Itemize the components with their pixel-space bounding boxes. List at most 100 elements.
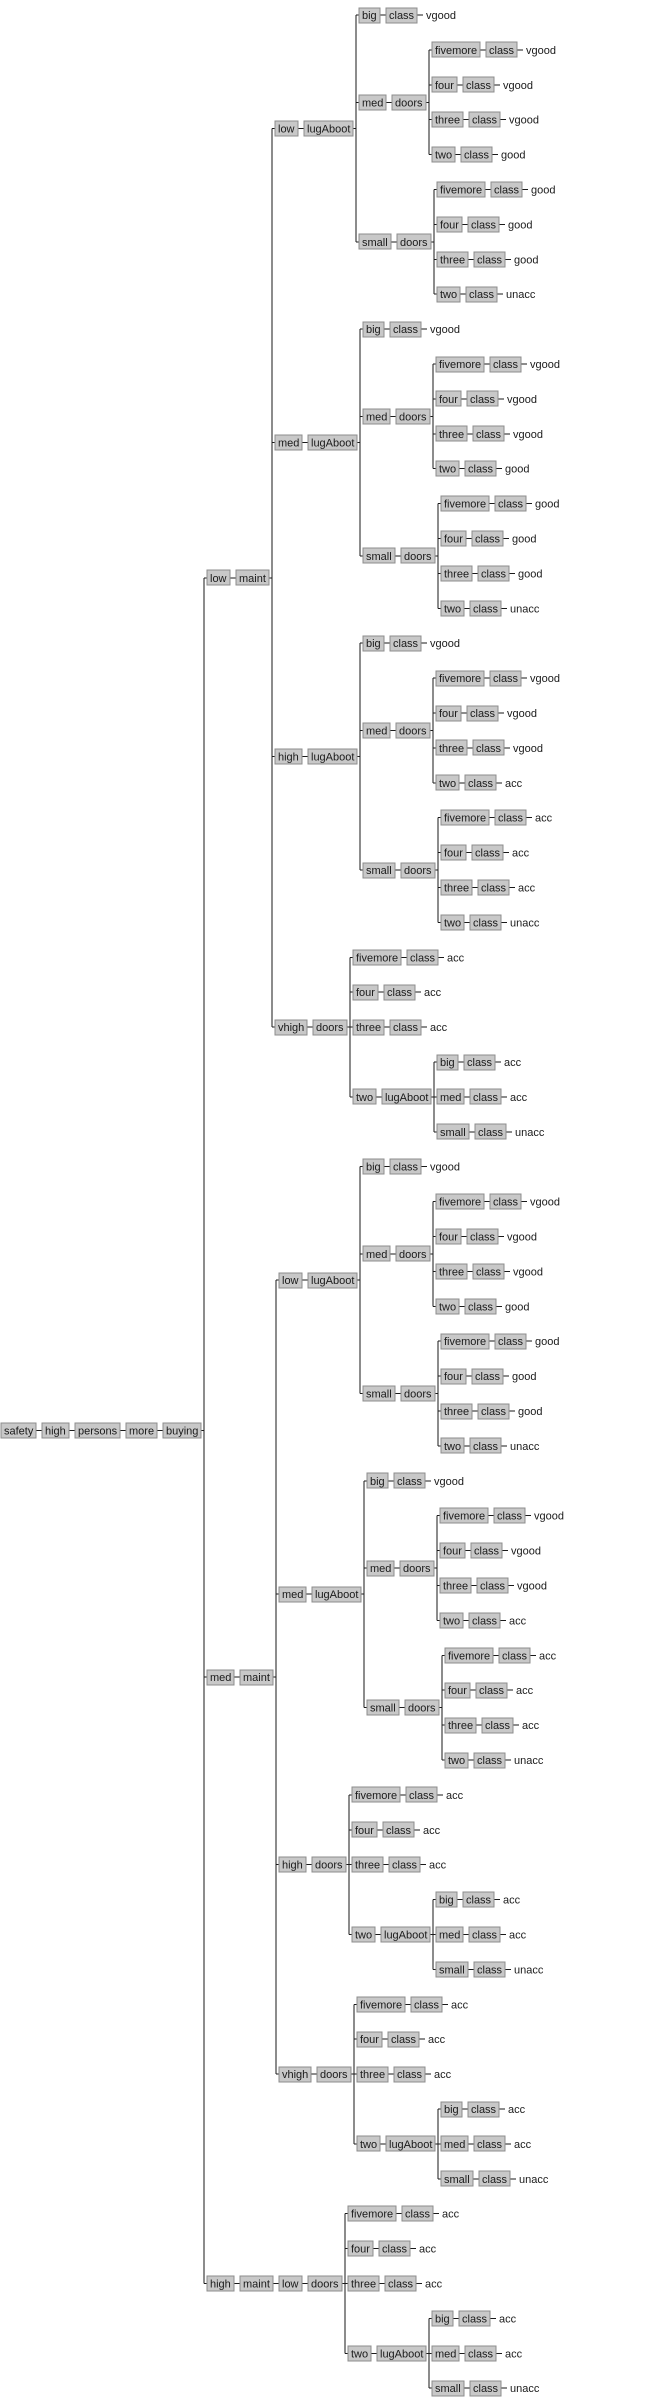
node-box xyxy=(440,2170,474,2187)
tree-node-doors: doors xyxy=(395,1245,431,1262)
node-box xyxy=(387,2031,420,2048)
node-box xyxy=(435,460,460,477)
tree-node-class: class xyxy=(458,2310,491,2327)
node-box xyxy=(439,1507,489,1524)
tree-node-four: four xyxy=(435,1228,462,1245)
node-box xyxy=(469,914,502,931)
leaf-label: acc xyxy=(423,1825,441,1837)
tree-leaf-acc: acc xyxy=(425,2279,443,2291)
node-label: vhigh xyxy=(278,1022,304,1034)
tree-node-low: low xyxy=(278,1272,303,1289)
tree-node-three: three xyxy=(440,565,473,582)
node-box xyxy=(435,705,462,722)
tree-leaf-vgood: vgood xyxy=(513,1266,543,1278)
node-label: class xyxy=(479,1685,505,1697)
tree-node-four: four xyxy=(435,390,462,407)
node-label: class xyxy=(473,1441,499,1453)
tree-leaf-acc: acc xyxy=(424,987,442,999)
tree-leaf-unacc: unacc xyxy=(515,1127,545,1139)
leaf-label: acc xyxy=(510,1092,528,1104)
tree-leaf-acc: acc xyxy=(434,2069,452,2081)
leaf-label: acc xyxy=(514,2139,532,2151)
tree-node-four: four xyxy=(444,1682,471,1699)
node-box xyxy=(401,2205,434,2222)
leaf-label: vgood xyxy=(430,324,460,336)
node-box xyxy=(352,1019,385,1036)
node-label: fivemore xyxy=(355,1790,397,1802)
node-box xyxy=(382,1821,415,1838)
node-box xyxy=(399,1560,435,1577)
tree-node-class: class xyxy=(469,1437,502,1454)
node-label: big xyxy=(370,1476,385,1488)
node-label: class xyxy=(472,115,498,127)
node-box xyxy=(383,984,416,1001)
node-box xyxy=(462,76,495,93)
tree-leaf-acc: acc xyxy=(539,1650,557,1662)
node-box xyxy=(274,1019,308,1036)
node-label: class xyxy=(410,952,436,964)
node-box xyxy=(278,2066,312,2083)
tree-leaf-good: good xyxy=(531,185,555,197)
node-box xyxy=(468,1926,501,1943)
node-box xyxy=(471,530,504,547)
node-label: lugAboot xyxy=(315,1589,358,1601)
node-box xyxy=(473,251,506,268)
leaf-label: good xyxy=(512,1371,536,1383)
tree-leaf-vgood: vgood xyxy=(426,10,456,22)
tree-leaf-acc: acc xyxy=(508,2104,526,2116)
node-box xyxy=(485,41,518,58)
node-label: class xyxy=(470,1232,496,1244)
node-box xyxy=(493,1507,526,1524)
node-box xyxy=(469,2380,502,2397)
node-label: safety xyxy=(4,1426,34,1438)
tree-node-class: class xyxy=(406,949,439,966)
tree-node-class: class xyxy=(476,1577,509,1594)
node-label: three xyxy=(356,1022,381,1034)
tree-node-doors: doors xyxy=(400,1385,436,1402)
node-label: four xyxy=(439,394,458,406)
tree-node-doors: doors xyxy=(395,408,431,425)
tree-node-lugaboot: lugAboot xyxy=(311,1586,362,1603)
node-box xyxy=(440,495,490,512)
node-box xyxy=(351,1856,384,1873)
node-box xyxy=(472,425,505,442)
node-label: class xyxy=(475,848,501,860)
node-box xyxy=(436,181,486,198)
node-label: fivemore xyxy=(439,359,481,371)
node-box xyxy=(362,321,385,338)
tree-node-three: three xyxy=(356,2066,389,2083)
node-label: med xyxy=(440,1092,461,1104)
tree-node-two: two xyxy=(440,914,465,931)
node-box xyxy=(307,748,358,765)
tree-node-doors: doors xyxy=(391,94,427,111)
node-label: four xyxy=(351,2244,370,2256)
node-box xyxy=(395,722,431,739)
node-label: doors xyxy=(311,2279,339,2291)
tree-node-doors: doors xyxy=(395,722,431,739)
node-label: three xyxy=(355,1860,380,1872)
node-label: med xyxy=(278,438,299,450)
node-label: class xyxy=(471,219,497,231)
tree-node-fivemore: fivemore xyxy=(440,809,490,826)
tree-node-class: class xyxy=(468,111,501,128)
tree-node-maint: maint xyxy=(239,1669,274,1686)
tree-node-class: class xyxy=(469,1088,502,1105)
tree-leaf-unacc: unacc xyxy=(514,1964,544,1976)
node-label: low xyxy=(278,123,295,135)
tree-node-big: big xyxy=(431,2310,454,2327)
tree-node-high: high xyxy=(41,1422,70,1439)
tree-leaf-acc: acc xyxy=(503,1895,521,1907)
node-box xyxy=(469,1088,502,1105)
node-label: two xyxy=(440,289,457,301)
node-label: small xyxy=(440,1127,466,1139)
leaf-label: acc xyxy=(505,778,523,790)
leaf-label: vgood xyxy=(513,743,543,755)
node-box xyxy=(494,809,527,826)
tree-node-class: class xyxy=(385,7,418,24)
node-box xyxy=(494,1333,527,1350)
tree-node-big: big xyxy=(435,1891,458,1908)
node-label: small xyxy=(366,551,392,563)
tree-node-buying: buying xyxy=(162,1422,202,1439)
node-label: class xyxy=(493,673,519,685)
node-box xyxy=(351,1786,401,1803)
